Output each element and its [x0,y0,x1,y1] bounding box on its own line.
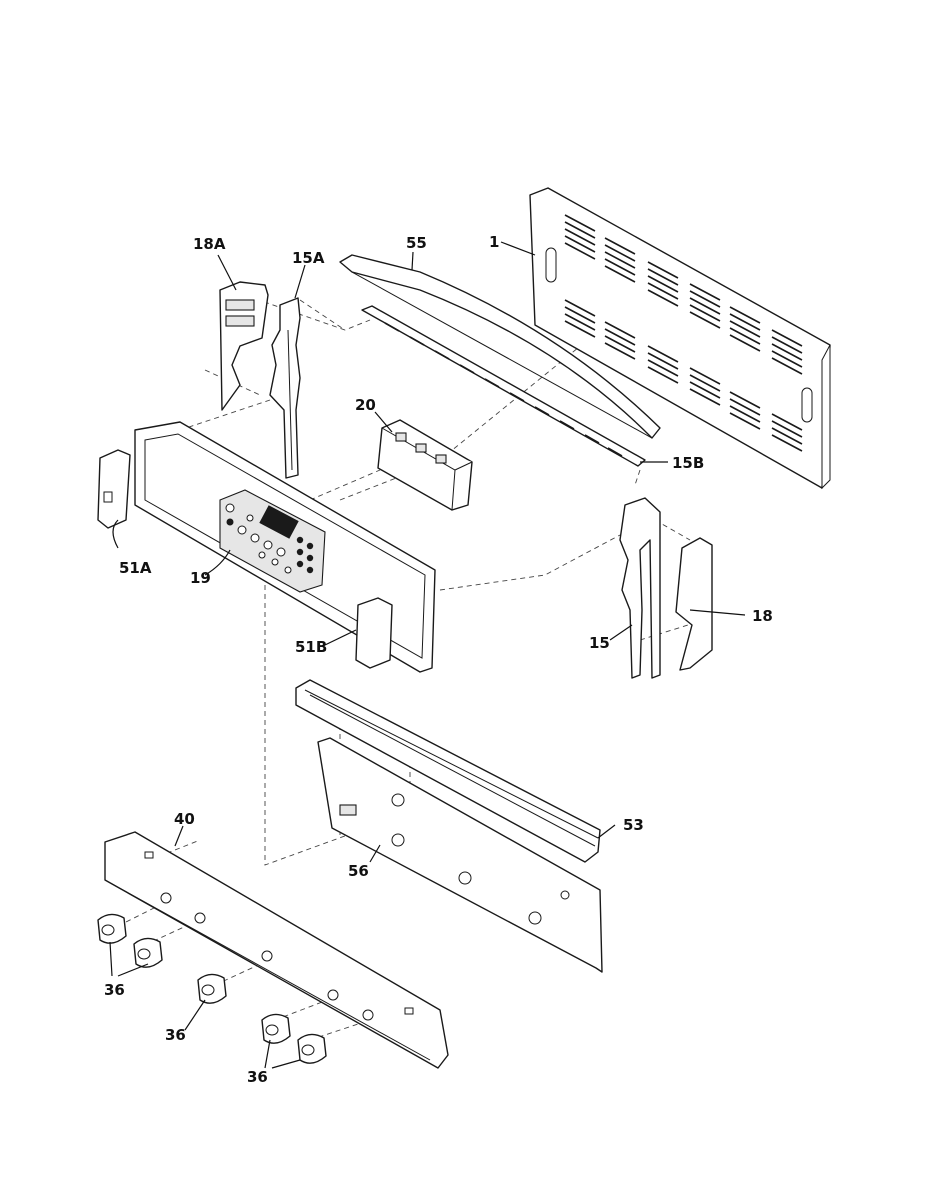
callout-18A: 18A [193,235,226,253]
knob-1 [97,913,127,944]
callout-labels: 18A 15A 55 1 20 15B 51A 19 51B 15 18 53 … [104,233,773,1086]
callout-19: 19 [190,569,211,587]
part-40-control-backguard [104,831,449,1069]
callout-40: 40 [174,810,195,828]
part-51B-right-end-trim [355,597,393,669]
callout-15: 15 [589,634,610,652]
callout-36-c: 36 [247,1068,268,1086]
callout-15A: 15A [292,249,325,267]
callout-51A: 51A [119,559,152,577]
part-51A-left-end-trim [97,449,131,529]
part-1-back-panel [529,187,831,490]
callout-56: 56 [348,862,369,880]
part-55-top-trim [339,254,661,439]
knob-3 [197,973,227,1004]
callout-36-b: 36 [165,1026,186,1044]
part-36-knobs [97,913,327,1064]
back-panel-handle-right [801,387,813,423]
callout-15B: 15B [672,454,704,472]
leader-lines [109,241,746,1069]
callout-51B: 51B [295,638,327,656]
callout-18: 18 [752,607,773,625]
callout-53: 53 [623,816,644,834]
back-panel-handle-left [545,247,557,283]
part-56-manifold-panel [317,737,603,973]
knob-2 [133,937,163,968]
callout-36-a: 36 [104,981,125,999]
callout-1: 1 [489,233,499,251]
part-53-lower-rail [295,679,601,863]
callout-20: 20 [355,396,376,414]
part-18-right-end-cap [675,537,713,671]
knob-4 [261,1013,291,1044]
part-20-control-module [377,419,473,511]
part-18A-left-end-cap [219,281,269,411]
back-panel-vent-slots [564,214,803,452]
part-15-right-bracket [619,497,661,679]
callout-55: 55 [406,234,427,252]
part-15A-left-bracket [269,297,301,479]
knob-5 [297,1033,327,1064]
part-15B-upper-rail [361,305,646,467]
touchpad-keypad [219,489,326,593]
